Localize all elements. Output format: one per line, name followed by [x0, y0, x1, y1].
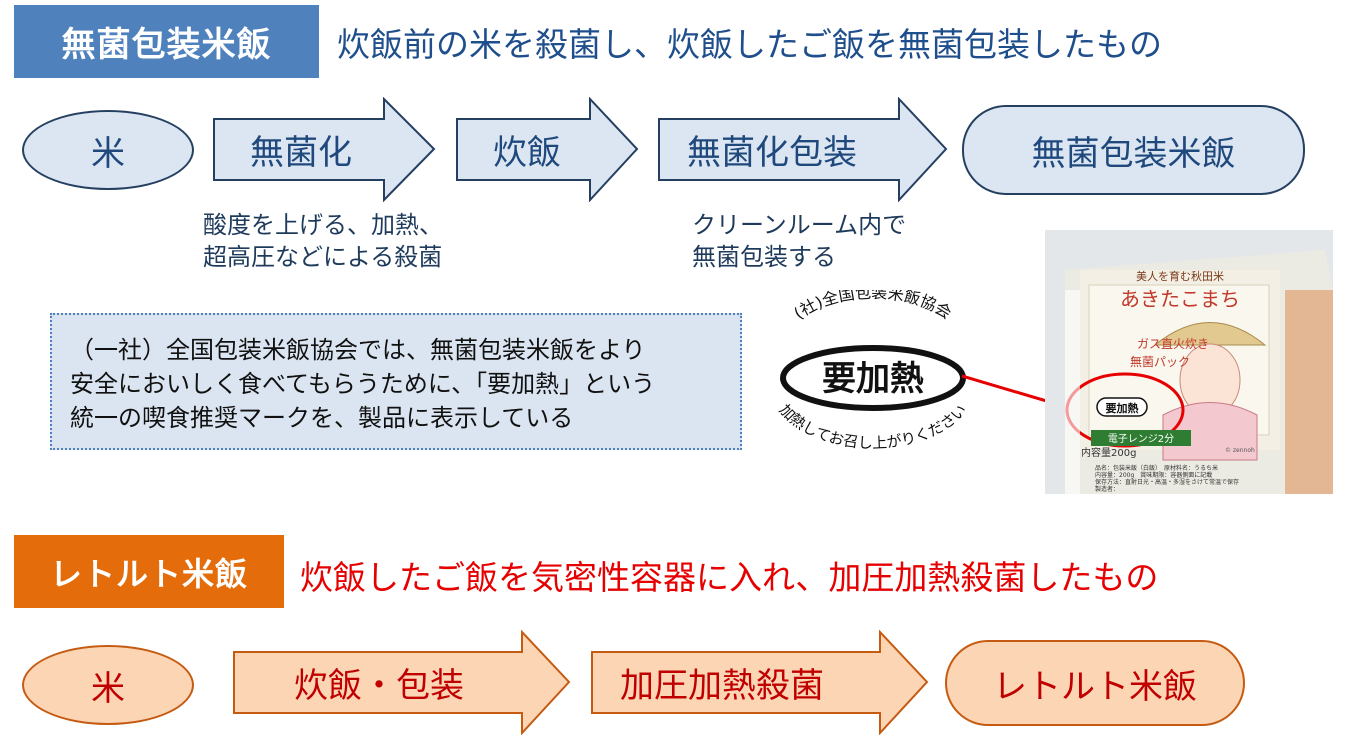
arrow-shape-icon [233, 630, 571, 735]
flow-step-label: 炊飯・包装 [294, 666, 464, 706]
flow-step-aseptic-pack-arrow: 無菌化包装 [657, 97, 949, 202]
flow-end-aseptic-rice: 無菌包装米飯 [962, 105, 1305, 195]
info-line: 統一の喫食推奨マークを、製品に表示している [70, 404, 574, 432]
svg-text:内容量200g: 内容量200g [1081, 446, 1136, 459]
svg-text:あきたこまち: あきたこまち [1120, 287, 1240, 311]
sterilize-note: 酸度を上げる、加熱、 超高圧などによる殺菌 [203, 209, 443, 273]
svg-text:内容量：200g 賞味期限：容器側面に記載: 内容量：200g 賞味期限：容器側面に記載 [1095, 471, 1212, 479]
retort-rice-description: 炊飯したご飯を気密性容器に入れ、加圧加熱殺菌したもの [300, 558, 1159, 597]
svg-text:© zennoh: © zennoh [1225, 447, 1255, 454]
flow-step-pressure-sterilize-arrow: 加圧加熱殺菌 [590, 630, 930, 735]
svg-text:保存方法：直射日光・高温・多湿をさけて常温で保存: 保存方法：直射日光・高温・多湿をさけて常温で保存 [1095, 478, 1239, 486]
product-photo: 美人を育む秋田米 あきたこまち ガス直火炊き 無菌パック 要加熱 電子レンジ2分… [1045, 230, 1333, 494]
arrow-shape-icon [456, 97, 639, 202]
clean-room-note: クリーンルーム内で 無菌包装する [692, 209, 906, 273]
mark-center-text: 要加熱 [822, 359, 924, 399]
mark-top-text: (社)全国包装米飯協会 [790, 290, 955, 323]
info-line: 安全においしく食べてもらうために、「要加熱」という [70, 370, 656, 398]
flow-end-retort-rice: レトルト米飯 [945, 640, 1245, 726]
flow-step-label: 無菌化包装 [687, 133, 857, 173]
arrow-shape-icon [591, 630, 929, 735]
arrow-shape-icon [658, 97, 948, 202]
arrow-shape-icon [213, 97, 436, 202]
flow-step-label: 炊飯 [493, 133, 561, 173]
mark-ellipse [780, 345, 966, 411]
svg-text:美人を育む秋田米: 美人を育む秋田米 [1136, 269, 1224, 283]
svg-text:品名：包装米飯（白飯） 原材料名：うるち米: 品名：包装米飯（白飯） 原材料名：うるち米 [1095, 464, 1218, 472]
association-info-box: （一社）全国包装米飯協会では、無菌包装米飯をより 安全においしく食べてもらうため… [50, 313, 742, 450]
flow-step-label: 無菌化 [250, 133, 352, 173]
aseptic-rice-description: 炊飯前の米を殺菌し、炊飯したご飯を無菌包装したもの [337, 25, 1162, 64]
flow-step-cook-arrow: 炊飯 [455, 97, 640, 202]
flow-step-sterilize-arrow: 無菌化 [212, 97, 437, 202]
aseptic-rice-title-tag: 無菌包装米飯 [14, 5, 319, 78]
heat-required-mark: (社)全国包装米飯協会 要加熱 加熱してお召し上がりください [763, 283, 983, 452]
svg-text:ガス直火炊き: ガス直火炊き [1137, 337, 1209, 351]
note-line: 無菌包装する [692, 243, 836, 271]
note-line: 酸度を上げる、加熱、 [203, 211, 443, 239]
flow-start-rice-retort: 米 [22, 645, 194, 725]
note-line: クリーンルーム内で [692, 211, 907, 239]
svg-text:無菌パック: 無菌パック [1130, 354, 1190, 369]
retort-rice-title-tag: レトルト米飯 [14, 535, 284, 608]
note-line: 超高圧などによる殺菌 [203, 243, 443, 271]
flow-start-rice: 米 [22, 110, 194, 190]
flow-step-cook-pack-arrow: 炊飯・包装 [232, 630, 572, 735]
svg-text:製造者：: 製造者： [1095, 485, 1119, 493]
svg-text:要加熱: 要加熱 [1106, 401, 1139, 415]
info-line: （一社）全国包装米飯協会では、無菌包装米飯をより [70, 336, 646, 364]
svg-text:電子レンジ2分: 電子レンジ2分 [1108, 433, 1174, 445]
flow-step-label: 加圧加熱殺菌 [620, 666, 824, 706]
